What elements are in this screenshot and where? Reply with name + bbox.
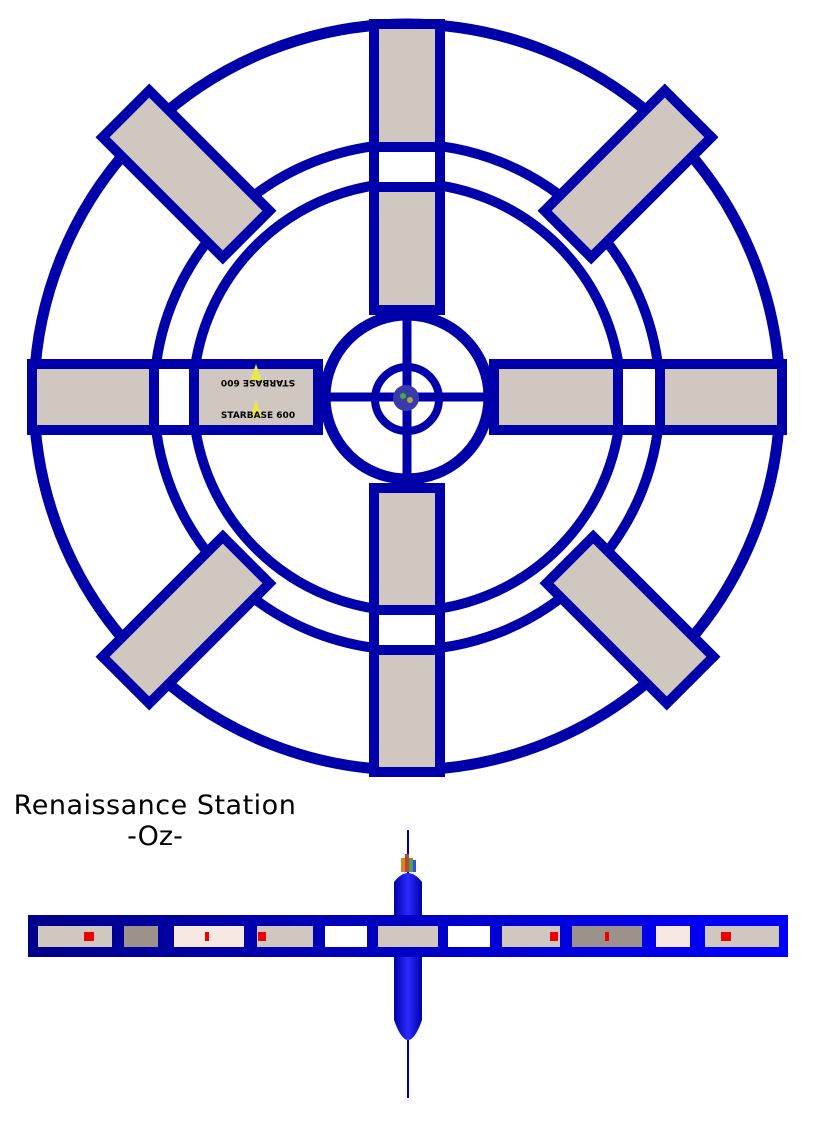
ring-modules <box>38 926 779 947</box>
spoke-north <box>369 19 445 315</box>
starbase-emblem <box>250 364 262 417</box>
spoke-south <box>369 483 445 777</box>
module-southeast <box>539 529 721 711</box>
station-subtitle: -Oz- <box>127 821 183 852</box>
module-southwest <box>95 529 277 711</box>
station-top-view: STARBASE 600 STARBASE 600 <box>27 18 787 777</box>
spoke-west <box>27 359 323 435</box>
title-block: Renaissance Station -Oz- <box>0 790 310 852</box>
module-northeast <box>537 83 719 265</box>
starbase-label-mirrored: STARBASE 600 <box>221 377 295 387</box>
station-side-view <box>28 830 788 1098</box>
core-sphere <box>393 385 419 411</box>
module-northwest <box>95 83 277 265</box>
station-name: Renaissance Station <box>13 790 297 821</box>
starbase-label: STARBASE 600 <box>221 411 295 421</box>
spoke-east <box>489 359 787 435</box>
